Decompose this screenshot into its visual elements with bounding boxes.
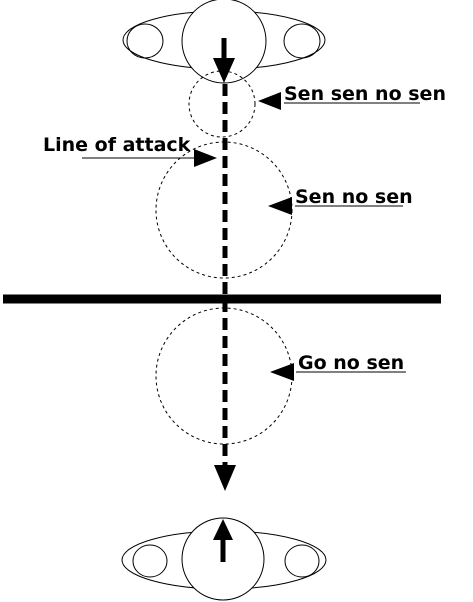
top-figure-left-shoulder xyxy=(126,23,164,59)
sen-no-sen-callout: Sen no sen xyxy=(268,186,413,215)
go-no-sen-label: Go no sen xyxy=(298,352,404,374)
line-of-attack-pointer xyxy=(194,149,217,167)
bottom-figure-left-shoulder xyxy=(132,544,168,578)
sen-sen-no-sen-callout: Sen sen no sen xyxy=(258,83,446,110)
sen-sen-no-sen-zone xyxy=(188,70,256,138)
bottom-figure-right-shoulder xyxy=(284,544,320,578)
bottom-figure-direction-arrowhead xyxy=(213,519,233,540)
sen-no-sen-pointer xyxy=(268,197,292,215)
top-figure-right-shoulder xyxy=(283,23,321,59)
line-of-attack-arrowhead xyxy=(214,465,236,491)
go-no-sen-pointer xyxy=(270,363,294,381)
top-figure-direction-arrowhead xyxy=(213,58,235,83)
line-of-attack-callout: Line of attack xyxy=(43,134,217,167)
sen-sen-no-sen-label: Sen sen no sen xyxy=(284,83,446,105)
line-of-attack-label: Line of attack xyxy=(43,134,191,156)
sen-no-sen-label: Sen no sen xyxy=(295,186,413,208)
go-no-sen-callout: Go no sen xyxy=(270,352,406,381)
sen-sen-no-sen-pointer xyxy=(258,92,281,110)
bottom-figure xyxy=(121,517,327,601)
top-figure xyxy=(122,0,326,84)
